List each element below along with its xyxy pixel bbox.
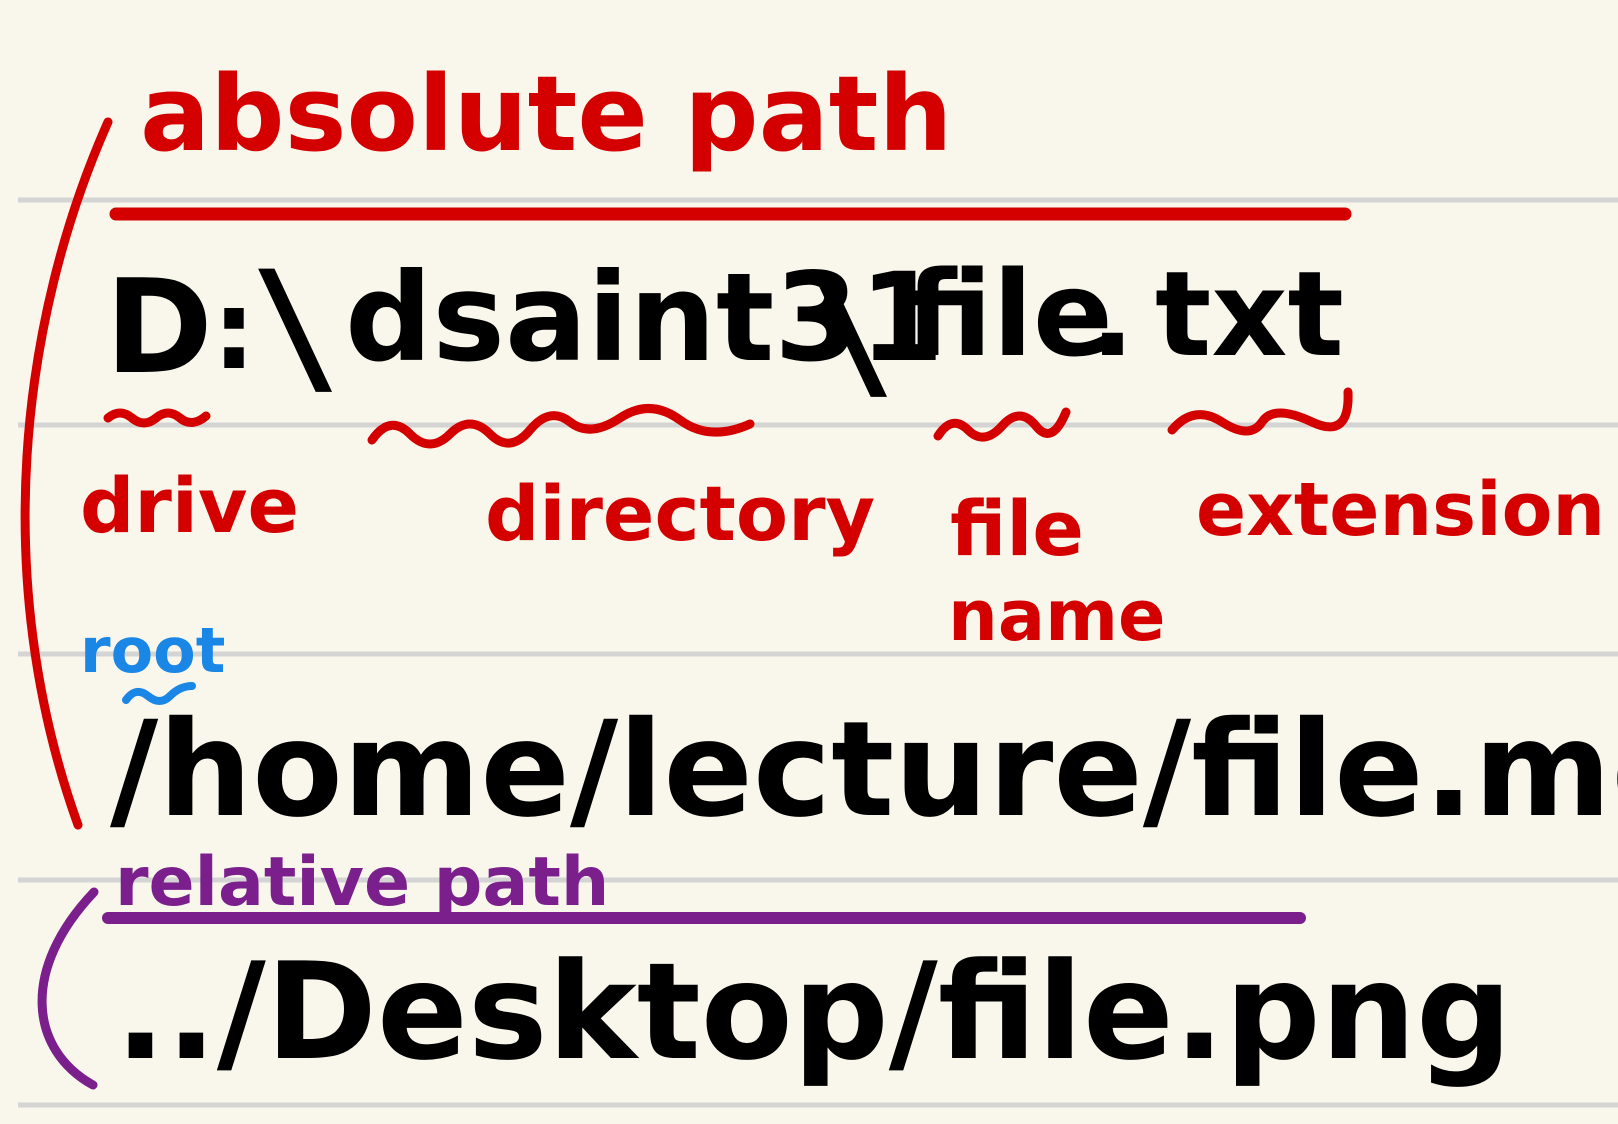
directory-name: dsaint31 <box>345 247 944 389</box>
drive-letter: D <box>105 251 213 403</box>
file-name: file <box>905 245 1113 383</box>
windows-path: D : \ dsaint31 \ file . txt <box>105 240 1344 419</box>
squiggles <box>103 387 1353 449</box>
extension-label: extension <box>1196 467 1605 553</box>
file-extension: txt <box>1155 245 1344 383</box>
ruled-lines <box>18 197 1618 1108</box>
file-squiggle <box>933 407 1071 442</box>
extension-dot: . <box>1090 245 1135 383</box>
directory-squiggle <box>367 404 755 449</box>
path-separator: \ <box>250 240 340 414</box>
drive-colon: : <box>212 266 256 394</box>
drive-squiggle <box>103 408 211 428</box>
absolute-bracket <box>20 117 113 830</box>
directory-label: directory <box>485 469 875 558</box>
file-name-label-line2: name <box>948 575 1166 657</box>
root-squiggle <box>122 682 196 705</box>
drive-label: drive <box>80 461 299 550</box>
file-name-label-line1: file <box>950 484 1084 573</box>
relative-path: ../Desktop/file.png <box>115 934 1512 1090</box>
absolute-path-heading: absolute path <box>140 53 953 175</box>
relative-path-heading: relative path <box>115 843 609 922</box>
path-separator: \ <box>805 245 895 419</box>
unix-path: /home/lecture/file.md <box>110 693 1618 847</box>
extension-squiggle <box>1167 387 1353 436</box>
root-label: root <box>80 614 225 687</box>
relative-bracket <box>37 887 99 1090</box>
